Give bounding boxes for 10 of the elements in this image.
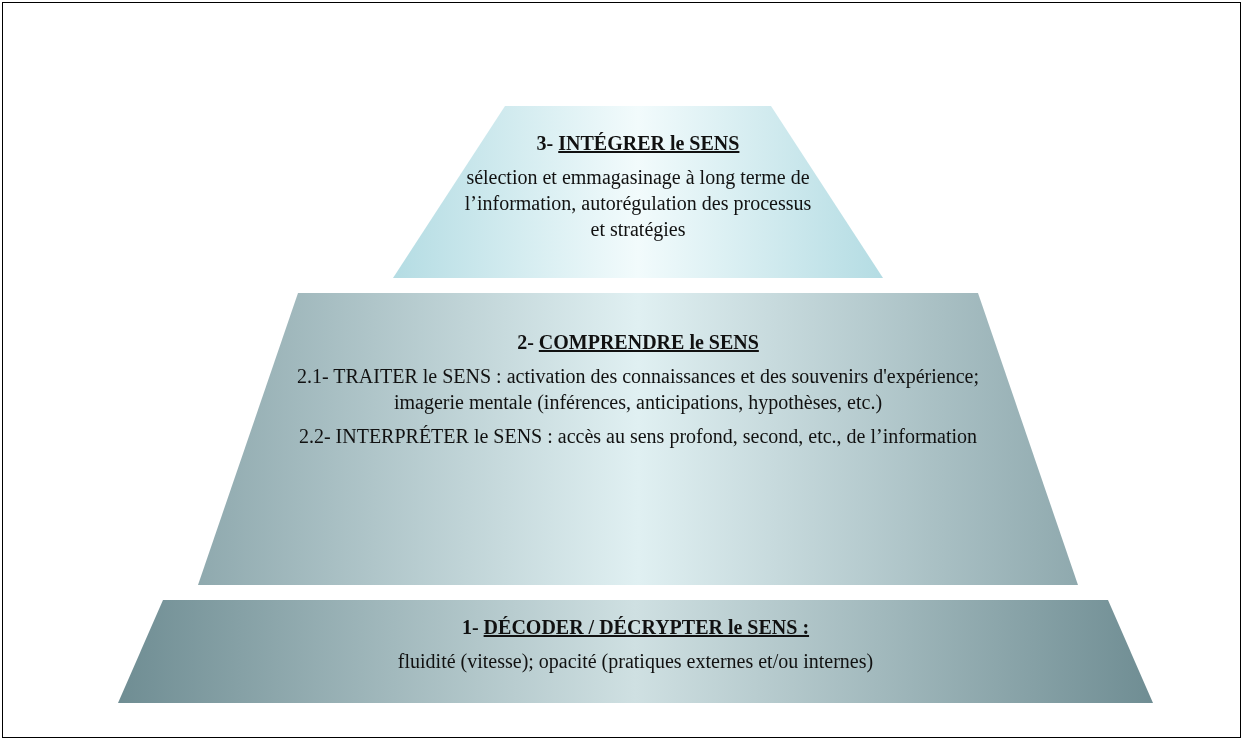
level-description: 2.1- TRAITER le SENS : activation des connaissances et des souvenirs d'expérience; imagerie mentale (inférences, anticipations, hypothèses, etc.) (296, 364, 980, 415)
level-description: 2.2- INTERPRÉTER le SENS : accès au sens profond, second, etc., de l’information (298, 424, 978, 449)
pyramid-level (118, 600, 1153, 703)
level-heading: 2- COMPRENDRE le SENS (517, 330, 759, 355)
pyramid-level (198, 293, 1078, 585)
level-heading: 3- INTÉGRER le SENS (536, 131, 740, 156)
level-description: sélection et emmagasinage à long terme de l’information, autorégulation des processus et stratégies (463, 165, 813, 242)
pyramid-level (393, 106, 883, 278)
level-heading: 1- DÉCODER / DÉCRYPTER le SENS : (461, 615, 810, 640)
level-description: fluidité (vitesse); opacité (pratiques externes et/ou internes) (397, 649, 874, 674)
